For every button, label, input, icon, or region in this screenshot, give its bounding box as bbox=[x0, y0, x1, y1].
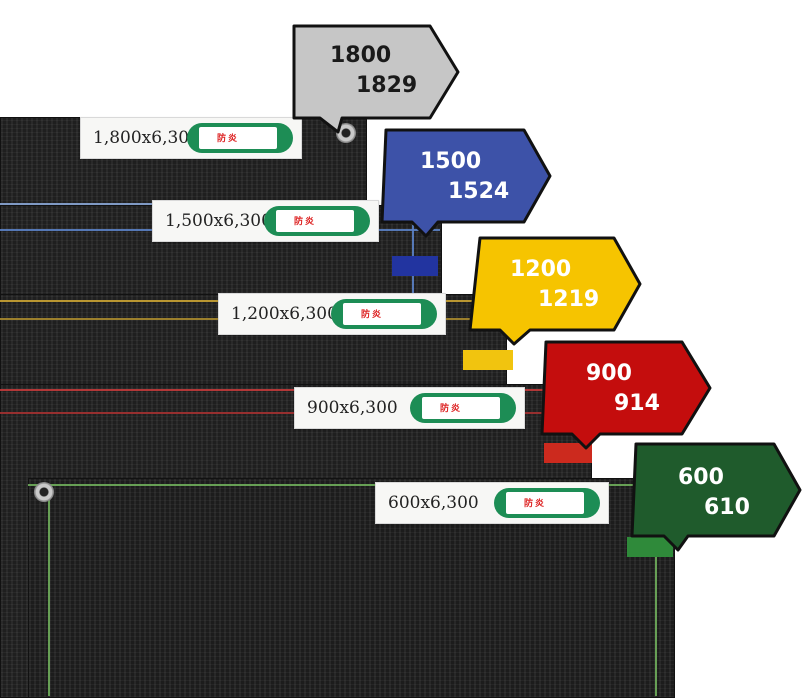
grommet-600 bbox=[34, 482, 54, 502]
certification-tag: 防炎 bbox=[494, 488, 600, 518]
grommet-1800 bbox=[336, 123, 356, 143]
bubble-1200-mm: 1200 bbox=[510, 257, 572, 282]
bubble-1800-mm: 1800 bbox=[330, 43, 392, 68]
bubble-1200-shape bbox=[468, 236, 642, 346]
bubble-900-alt: 914 bbox=[614, 391, 660, 416]
size-label-900-text: 900x6,300 bbox=[307, 398, 398, 418]
bubble-600-mm: 600 bbox=[678, 465, 724, 490]
size-label-1200-text: 1,200x6,300 bbox=[231, 304, 338, 324]
strap-yellow bbox=[463, 350, 513, 370]
certification-tag: 防炎 bbox=[410, 393, 516, 423]
bubble-900-mm: 900 bbox=[586, 361, 632, 386]
bubble-1500-shape bbox=[380, 128, 552, 238]
strap-green bbox=[627, 537, 673, 557]
net-600-edge-stitch-left bbox=[48, 484, 50, 696]
bubble-600-alt: 610 bbox=[704, 495, 750, 520]
bubble-1500-alt: 1524 bbox=[448, 179, 510, 204]
bubble-1200: 1200 1219 bbox=[466, 234, 644, 346]
bubble-900-shape bbox=[540, 340, 712, 450]
bubble-600-shape bbox=[630, 442, 802, 552]
bubble-1800-alt: 1829 bbox=[356, 73, 418, 98]
size-label-600-text: 600x6,300 bbox=[388, 493, 479, 513]
size-label-900: 900x6,300 防炎 bbox=[294, 387, 525, 429]
strap-blue bbox=[392, 256, 438, 276]
certification-tag: 防炎 bbox=[187, 123, 293, 153]
certification-tag: 防炎 bbox=[264, 206, 370, 236]
bubble-1800: 1800 1829 bbox=[290, 22, 462, 134]
bubble-600: 600 610 bbox=[628, 440, 804, 552]
certification-tag: 防炎 bbox=[331, 299, 437, 329]
net-600-stitch bbox=[28, 484, 673, 486]
bubble-900: 900 914 bbox=[538, 338, 714, 450]
size-label-1200: 1,200x6,300 防炎 bbox=[218, 293, 446, 335]
size-label-600: 600x6,300 防炎 bbox=[375, 482, 609, 524]
bubble-1800-shape bbox=[292, 24, 460, 134]
bubble-1500: 1500 1524 bbox=[378, 126, 554, 238]
bubble-1500-mm: 1500 bbox=[420, 149, 482, 174]
net-600-edge-stitch-right bbox=[655, 484, 657, 696]
size-label-1500: 1,500x6,300 防炎 bbox=[152, 200, 379, 242]
size-label-1800: 1,800x6,300 防炎 bbox=[80, 117, 302, 159]
size-label-1800-text: 1,800x6,300 bbox=[93, 128, 200, 148]
strap-red bbox=[544, 443, 592, 463]
size-label-1500-text: 1,500x6,300 bbox=[165, 211, 272, 231]
bubble-1200-alt: 1219 bbox=[538, 287, 600, 312]
